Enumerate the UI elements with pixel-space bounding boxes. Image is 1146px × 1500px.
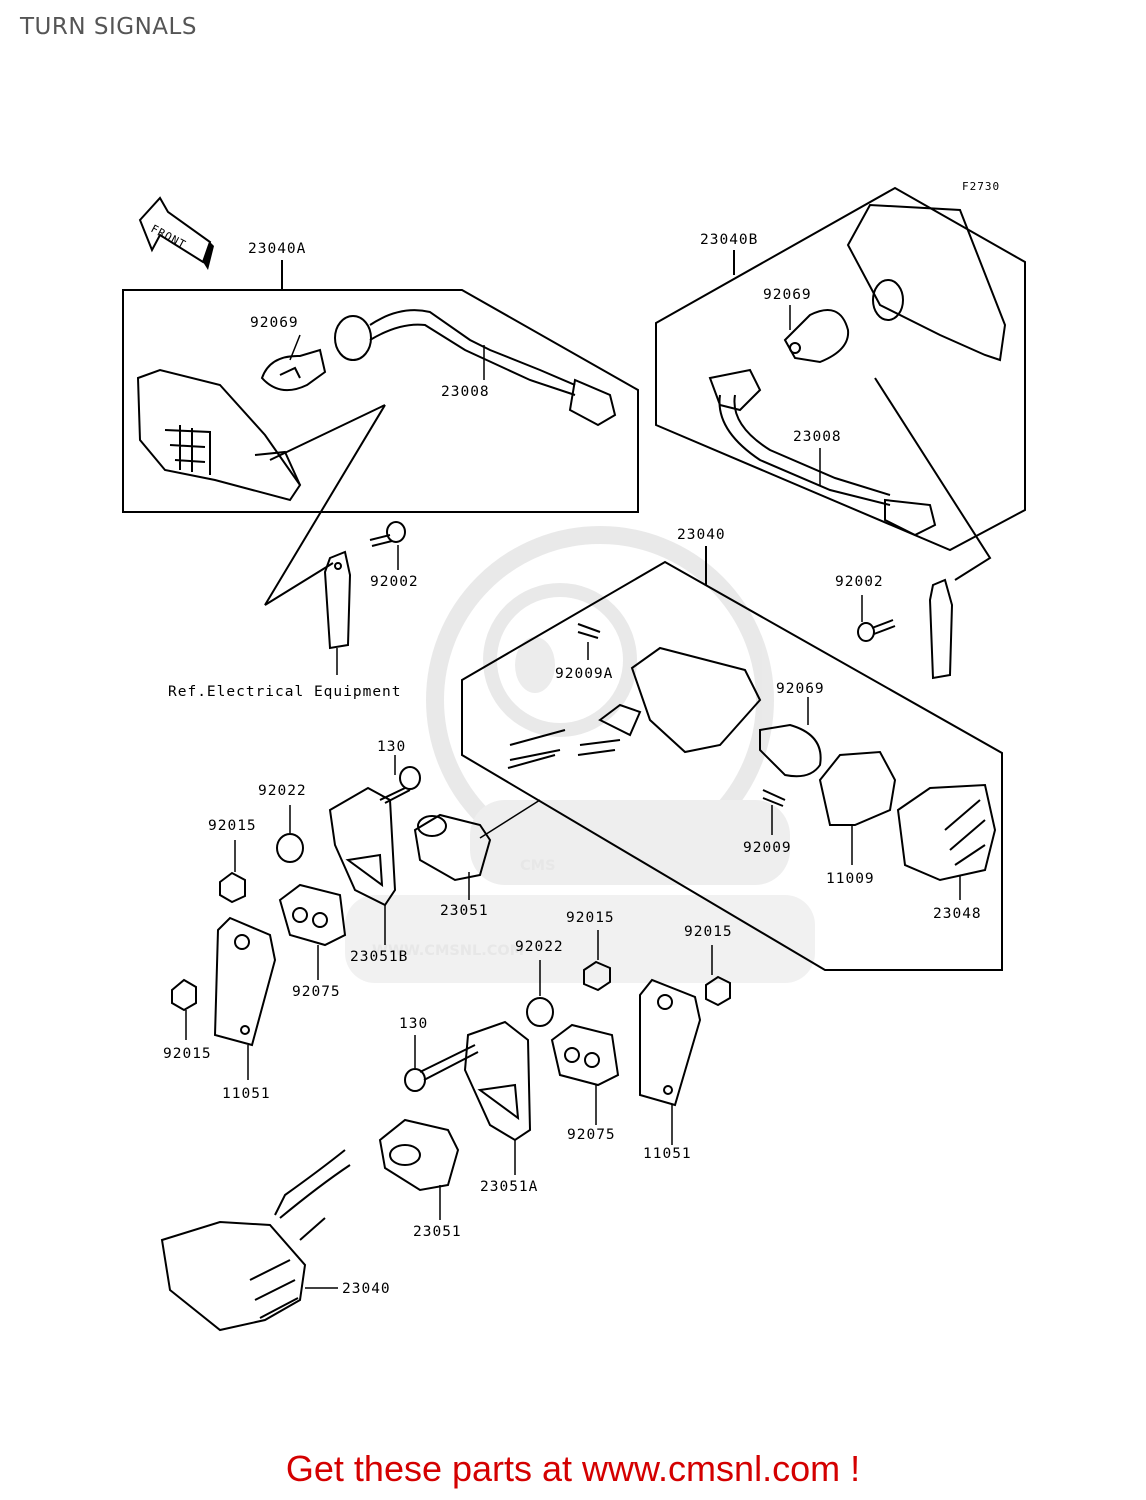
screw-92009A	[577, 623, 601, 639]
part-label-92075-upper: 92075	[292, 984, 341, 1000]
part-label-92075-lower: 92075	[567, 1127, 616, 1143]
part-label-92069-c: 92069	[776, 681, 825, 697]
plate-11051-lower	[639, 978, 702, 1107]
part-label-11051-lower: 11051	[643, 1146, 692, 1162]
socket-harness-b	[708, 368, 937, 537]
bulb-icon-a	[260, 348, 327, 392]
part-label-92015-c: 92015	[566, 910, 615, 926]
nut-92015-a	[219, 871, 246, 904]
assembly-box-23040	[461, 546, 1003, 971]
bulb-icon-b	[783, 309, 850, 364]
part-label-23040-center: 23040	[677, 527, 726, 543]
watermark-brand: CMS	[520, 858, 556, 874]
part-label-92015-d: 92015	[684, 924, 733, 940]
part-label-11009: 11009	[826, 871, 875, 887]
part-label-92009: 92009	[743, 840, 792, 856]
part-label-23051B: 23051B	[350, 949, 408, 965]
gasket-11009	[818, 750, 897, 826]
part-label-92009A: 92009A	[555, 666, 613, 682]
front-arrow-icon: FRONT	[138, 196, 214, 270]
part-label-92069-b: 92069	[763, 287, 812, 303]
part-label-92015-a: 92015	[208, 818, 257, 834]
part-label-23048: 23048	[933, 906, 982, 922]
part-label-92002-left: 92002	[370, 574, 419, 590]
rubber-92075-lower	[550, 1023, 620, 1087]
part-label-23008-b: 23008	[793, 429, 842, 445]
screw-92002-left	[369, 521, 406, 547]
part-label-23051A: 23051A	[480, 1179, 538, 1195]
part-label-23040B: 23040B	[700, 232, 758, 248]
part-label-23040-lower: 23040	[342, 1281, 391, 1297]
nut-92015-c	[583, 960, 611, 992]
part-label-92002-right: 92002	[835, 574, 884, 590]
reference-lines	[264, 404, 386, 606]
washer-92022-lower	[526, 997, 554, 1027]
mounting-bracket-left	[323, 550, 352, 650]
assembly-box-23040B	[655, 186, 1026, 581]
turn-signal-lens-23040B	[846, 203, 1007, 362]
grommet-23051-lower	[378, 1118, 460, 1192]
bracket-23051A	[463, 1020, 532, 1142]
part-label-130-upper: 130	[377, 739, 406, 755]
turn-signal-23040-lower	[160, 1149, 351, 1332]
part-label-92015-b: 92015	[163, 1046, 212, 1062]
screw-92009	[762, 789, 786, 807]
lens-23048	[896, 783, 997, 882]
mounting-bracket-right	[928, 578, 954, 680]
washer-92022-upper	[276, 833, 304, 863]
socket-harness-a	[334, 309, 617, 427]
nut-92015-d	[705, 975, 731, 1007]
bracket-23051B	[328, 786, 397, 907]
part-label-130-lower: 130	[399, 1016, 428, 1032]
watermark: CMS WWW.CMSNL.COM	[345, 526, 815, 983]
rubber-92075-upper	[278, 883, 347, 947]
footer-cta-link[interactable]: Get these parts at www.cmsnl.com !	[285, 1448, 861, 1489]
figure-code: F2730	[962, 180, 1000, 193]
plate-11051-upper	[213, 916, 277, 1047]
watermark-url: WWW.CMSNL.COM	[372, 943, 524, 959]
part-label-23008-a: 23008	[441, 384, 490, 400]
grommet-23051-upper	[413, 813, 492, 882]
part-label-92022-lower: 92022	[515, 939, 564, 955]
reference-note: Ref.Electrical Equipment	[168, 684, 402, 700]
part-label-23040A: 23040A	[248, 241, 306, 257]
part-label-23051-upper: 23051	[440, 903, 489, 919]
nut-92015-b	[171, 978, 197, 1012]
part-label-92069-a: 92069	[250, 315, 299, 331]
turn-signal-body-23040	[507, 646, 762, 769]
part-label-23051-lower: 23051	[413, 1224, 462, 1240]
screw-92002-right	[857, 619, 896, 642]
page-title: TURN SIGNALS	[20, 14, 197, 40]
part-label-92022-upper: 92022	[258, 783, 307, 799]
part-label-11051-upper: 11051	[222, 1086, 271, 1102]
bulb-icon-c	[759, 723, 822, 778]
turn-signal-lens-23040A	[136, 368, 302, 502]
assembly-box-23040A	[122, 260, 639, 513]
